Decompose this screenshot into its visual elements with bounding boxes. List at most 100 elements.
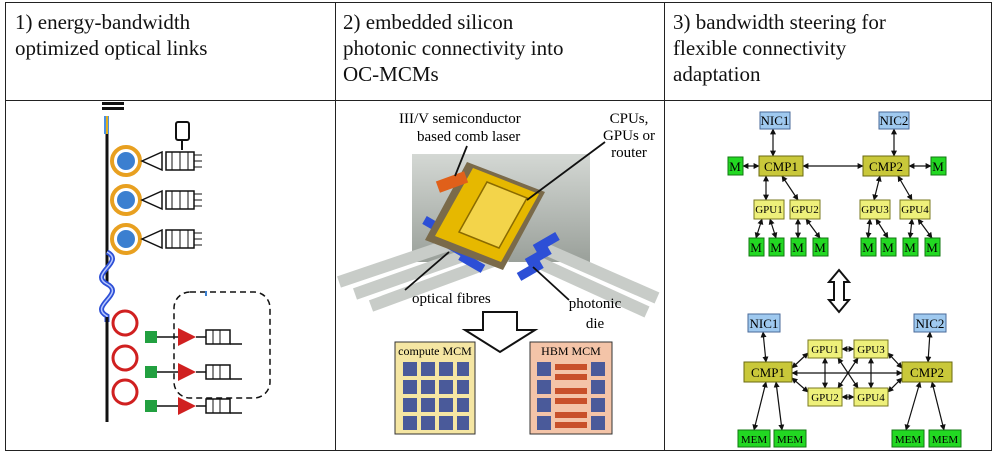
gpu1-node — [807, 339, 843, 359]
svg-text:M: M — [750, 240, 762, 255]
svg-text:M: M — [904, 240, 916, 255]
header-divider — [6, 100, 991, 101]
header-cell-3: 3) bandwidth steering for flexible conne… — [673, 9, 886, 87]
comb-laser — [435, 171, 469, 193]
cpu-label-line-3: router — [611, 145, 647, 161]
bidirectional-arrow-icon — [826, 268, 852, 314]
gpu4-node — [899, 199, 931, 220]
gpu2-label: GPU2 — [811, 392, 839, 404]
panel2-labels: III/V semiconductor based comb laser CPU… — [399, 111, 655, 332]
receiver-ring-1 — [111, 309, 242, 346]
figure-table: 1) energy-bandwidth optimized optical li… — [5, 2, 992, 451]
nic2-label: NIC2 — [880, 113, 909, 128]
optical-link-schematic — [99, 102, 271, 422]
nic1-node — [747, 313, 781, 333]
receiver-ring-2 — [111, 344, 242, 381]
gpu2-label: GPU2 — [791, 204, 819, 216]
cpu-label-line-1: CPUs, — [610, 111, 649, 127]
nic1-label: NIC1 — [750, 316, 779, 331]
column-divider — [335, 3, 336, 450]
memory-node — [737, 429, 771, 448]
memory-node — [928, 429, 962, 448]
memory-node — [902, 237, 919, 257]
header-2-line-1: 2) embedded silicon — [343, 10, 514, 34]
header-1-line-2: optimized optical links — [15, 36, 208, 60]
bottom-network: NIC1 NIC2 CMP1 CMP2 GPU1 GPU3 GPU2 GPU4 … — [737, 313, 962, 448]
compute-mcm: compute MCM — [394, 341, 476, 435]
svg-text:M: M — [926, 240, 938, 255]
gpu4-label: GPU4 — [857, 392, 885, 404]
memory-node — [930, 156, 947, 176]
laser-label-line-2: based comb laser — [417, 129, 520, 145]
nic1-node — [759, 111, 791, 130]
gpu2-node — [807, 387, 843, 407]
gpu2-node — [789, 199, 821, 220]
cmp2-label: CMP2 — [910, 365, 944, 380]
header-2-line-3: OC-MCMs — [343, 62, 439, 86]
memory-node — [748, 237, 765, 257]
memory-node — [768, 237, 785, 257]
svg-text:M: M — [882, 240, 894, 255]
nic1-label: NIC1 — [761, 113, 790, 128]
cmp2-node — [901, 361, 953, 383]
memory-node — [727, 156, 744, 176]
gpu3-node — [859, 199, 891, 220]
svg-text:MEM: MEM — [932, 434, 959, 446]
svg-text:M: M — [862, 240, 874, 255]
fiber-connector-icon — [102, 102, 124, 110]
memory-node — [773, 429, 807, 448]
die-label-line-1: photonic — [569, 296, 622, 312]
nic2-node — [913, 313, 947, 333]
oc-mcm-illustration: III/V semiconductor based comb laser CPU… — [337, 111, 660, 435]
header-1-line-1: 1) energy-bandwidth — [15, 10, 191, 34]
column-divider — [664, 3, 665, 450]
nic2-node — [878, 111, 910, 130]
callout-lines — [404, 141, 606, 301]
memory-node — [891, 429, 925, 448]
svg-text:M: M — [792, 240, 804, 255]
memory-node — [860, 237, 877, 257]
memory-node — [790, 237, 807, 257]
gpu3-node — [853, 339, 889, 359]
gpu3-label: GPU3 — [861, 204, 889, 216]
header-3-line-1: 3) bandwidth steering for — [673, 10, 886, 34]
memory-node — [812, 237, 829, 257]
transmitter-ring-2 — [110, 184, 202, 216]
svg-text:M: M — [770, 240, 782, 255]
memory-node — [880, 237, 897, 257]
svg-text:M: M — [814, 240, 826, 255]
gpu4-label: GPU4 — [901, 204, 929, 216]
cmp1-label: CMP1 — [751, 365, 785, 380]
cmp2-label: CMP2 — [869, 159, 903, 174]
svg-text:MEM: MEM — [777, 434, 804, 446]
nic2-label: NIC2 — [916, 316, 945, 331]
svg-text:M: M — [932, 159, 944, 174]
cmp1-node — [758, 155, 804, 177]
svg-text:MEM: MEM — [895, 434, 922, 446]
compute-mcm-label: compute MCM — [398, 344, 472, 358]
detector-icon — [175, 121, 190, 150]
cmp1-node — [743, 361, 793, 383]
header-3-line-2: flexible connectivity — [673, 36, 847, 60]
header-cell-2: 2) embedded silicon photonic connectivit… — [343, 9, 563, 87]
gpu3-label: GPU3 — [857, 344, 885, 356]
hbm-mcm: HBM MCM — [529, 341, 613, 435]
header-2-line-2: photonic connectivity into — [343, 36, 564, 60]
cpu-label-line-2: GPUs or — [603, 128, 655, 144]
gpu1-node — [753, 199, 785, 220]
header-3-line-3: adaptation — [673, 62, 761, 86]
gpu1-label: GPU1 — [811, 344, 839, 356]
fibre-label: optical fibres — [412, 291, 491, 307]
gpu1-label: GPU1 — [755, 204, 783, 216]
gpu4-node — [853, 387, 889, 407]
down-arrow-icon — [461, 311, 539, 354]
cmp2-node — [862, 155, 910, 177]
transmitter-ring-1 — [110, 145, 202, 177]
die-label-line-2: die — [586, 316, 605, 332]
receiver-group-outline — [173, 291, 271, 399]
bandwidth-steering-diagram: .nic{fill:#9fc9ef;stroke:#4a6a9a;stroke-… — [727, 111, 962, 448]
svg-text:MEM: MEM — [741, 434, 768, 446]
memory-node — [924, 237, 941, 257]
laser-label-line-1: III/V semiconductor — [399, 111, 521, 127]
hbm-mcm-label: HBM MCM — [541, 344, 601, 358]
